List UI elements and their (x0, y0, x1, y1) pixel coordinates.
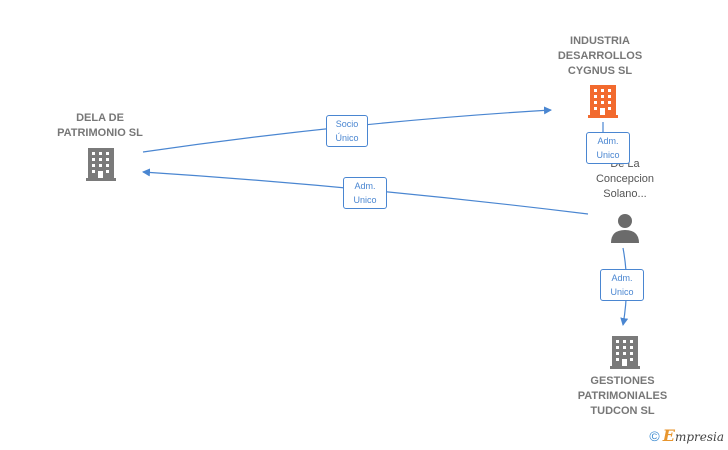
building-icon (610, 336, 640, 369)
building-icon (86, 148, 116, 181)
brand-name: mpresia (674, 430, 724, 444)
brand-initial: E (662, 426, 675, 445)
node-label-gestiones[interactable]: GESTIONES PATRIMONIALES TUDCON SL (577, 375, 668, 417)
highlighted-building-icon (588, 85, 618, 118)
edge-label-adm-unico: Adm. Unico (343, 177, 387, 209)
edge-label-socio-unico: Socio Único (326, 115, 368, 147)
person-icon (611, 214, 639, 243)
empresia-watermark: ©Empresia (649, 426, 724, 445)
copyright-icon: © (649, 428, 660, 444)
edge-label-adm-unico: Adm. Unico (586, 132, 630, 164)
node-label-industria[interactable]: INDUSTRIA DESARROLLOS CYGNUS SL (557, 35, 643, 77)
edge-label-adm-unico: Adm. Unico (600, 269, 644, 301)
node-label-dela[interactable]: DELA DE PATRIMONIO SL (57, 112, 143, 139)
